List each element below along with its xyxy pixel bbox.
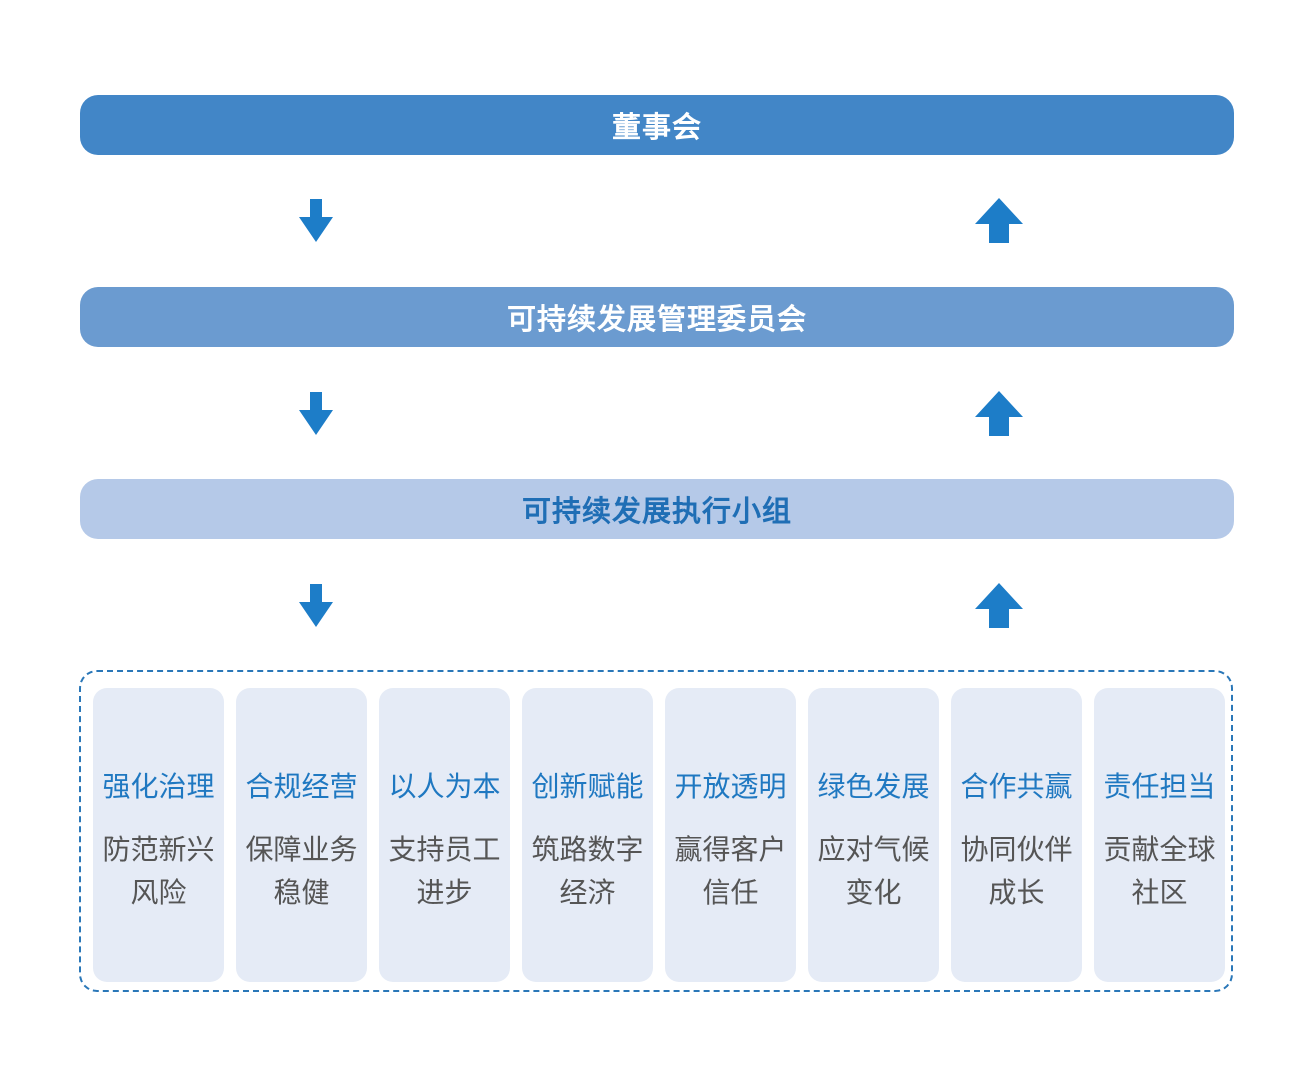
pillar-description: 贡献全球 社区 [1094,828,1225,914]
up-arrow-icon [974,580,1024,630]
pillar-card: 合作共赢 协同伙伴 成长 [951,688,1082,982]
up-arrow-icon [974,388,1024,438]
pillar-card: 创新赋能 筑路数字 经济 [522,688,653,982]
pillar-description-line: 信任 [702,876,759,909]
up-arrow-icon [974,195,1024,245]
pillar-description-line: 成长 [988,876,1045,909]
pillar-description-line: 经济 [559,876,616,909]
pillar-description-line: 筑路数字 [531,833,644,866]
pillar-title: 强化治理 [102,770,215,803]
pillar-card: 强化治理 防范新兴 风险 [93,688,224,982]
pillar-title: 责任担当 [1103,770,1216,803]
pillar-description: 筑路数字 经济 [522,828,653,914]
pillar-card: 以人为本 支持员工 进步 [379,688,510,982]
pillar-description: 防范新兴 风险 [93,828,224,914]
pillar-description-line: 应对气候 [817,833,930,866]
sustainability-working-group-tier: 可持续发展执行小组 [80,479,1234,539]
pillar-description-line: 赢得客户 [674,833,787,866]
pillar-description-line: 贡献全球 [1103,833,1216,866]
board-tier: 董事会 [80,95,1234,155]
pillar-title: 合规经营 [245,770,358,803]
pillar-title: 绿色发展 [817,770,930,803]
pillar-description-line: 保障业务 [245,833,358,866]
pillar-description-line: 支持员工 [388,833,501,866]
pillar-description-line: 社区 [1131,876,1188,909]
pillar-description-line: 进步 [416,876,473,909]
pillar-description: 保障业务 稳健 [236,828,367,914]
pillar-title: 合作共赢 [960,770,1073,803]
pillar-title: 以人为本 [388,770,501,803]
pillar-description: 协同伙伴 成长 [951,828,1082,914]
pillar-card: 绿色发展 应对气候 变化 [808,688,939,982]
pillar-description-line: 防范新兴 [102,833,215,866]
down-arrow-icon [291,580,341,630]
pillar-description-line: 协同伙伴 [960,833,1073,866]
pillar-title: 创新赋能 [531,770,644,803]
pillar-card: 合规经营 保障业务 稳健 [236,688,367,982]
pillar-card: 责任担当 贡献全球 社区 [1094,688,1225,982]
pillar-description-line: 变化 [845,876,902,909]
pillar-card: 开放透明 赢得客户 信任 [665,688,796,982]
sustainability-committee-tier: 可持续发展管理委员会 [80,287,1234,347]
pillar-description-line: 稳健 [273,876,330,909]
pillar-title: 开放透明 [674,770,787,803]
pillar-description: 应对气候 变化 [808,828,939,914]
sustainability-working-group-label: 可持续发展执行小组 [521,494,792,528]
pillar-description-line: 风险 [130,876,187,909]
down-arrow-icon [291,195,341,245]
pillar-description: 赢得客户 信任 [665,828,796,914]
board-label: 董事会 [611,110,702,144]
sustainability-committee-label: 可持续发展管理委员会 [506,302,807,336]
down-arrow-icon [291,388,341,438]
pillars-container [79,670,1233,992]
pillar-description: 支持员工 进步 [379,828,510,914]
